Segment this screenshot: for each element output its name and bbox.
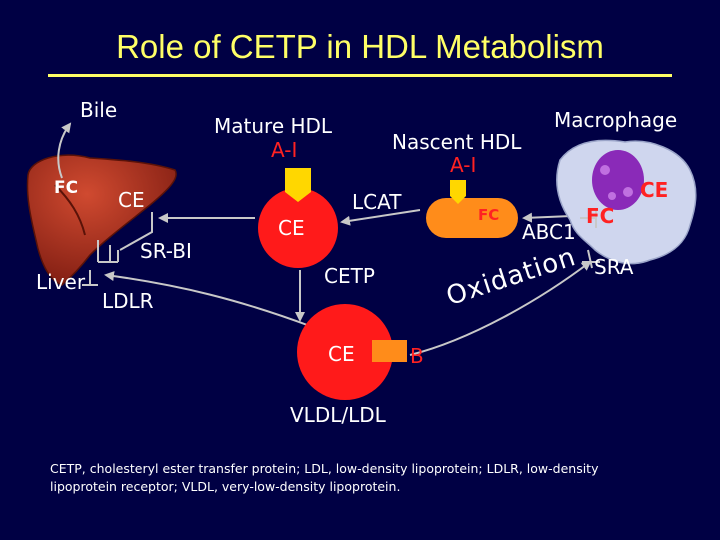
- mature-hdl-particle: [258, 188, 338, 268]
- lcat-arrow: [340, 209, 421, 226]
- nascent-hdl-apo-label: A-I: [450, 153, 477, 177]
- abc1-receptor: [580, 208, 597, 228]
- slide-title: Role of CETP in HDL Metabolism: [116, 28, 604, 65]
- liver-label: Liver: [36, 270, 86, 294]
- mature-hdl-apo-label: A-I: [271, 138, 298, 162]
- apo-b-marker: [372, 340, 407, 362]
- mature-hdl-ce-label: CE: [278, 216, 305, 240]
- sra-label: SRA: [594, 255, 634, 279]
- vldl-ldl-particle: [297, 304, 393, 400]
- mature-hdl-label: Mature HDL: [214, 114, 333, 138]
- bile-arrow: [57, 122, 72, 179]
- macrophage-label: Macrophage: [554, 108, 678, 132]
- macrophage-fc-label: FC: [586, 204, 615, 228]
- apo-b-label: B: [410, 344, 424, 368]
- liver-organ-icon: [26, 154, 177, 286]
- nascent-hdl-disc: [426, 198, 518, 238]
- sr-bi-receptor: [97, 240, 119, 263]
- abc1-label: ABC1: [522, 220, 576, 244]
- footnote: CETP, cholesteryl ester transfer protein…: [50, 461, 599, 494]
- liver-ce-label: CE: [118, 188, 145, 212]
- vldl-to-ldlr-arrow: [104, 271, 311, 327]
- macrophage-cell-icon: [556, 139, 697, 265]
- oxidation-arrow: [409, 260, 592, 356]
- ldlr-receptor: [82, 270, 98, 286]
- ce-to-liver-arrow: [119, 212, 153, 251]
- title-underline: [48, 74, 672, 77]
- vldl-ldl-ce-label: CE: [328, 342, 355, 366]
- ldlr-label: LDLR: [102, 289, 154, 313]
- macrophage-ce-label: CE: [640, 178, 669, 202]
- sra-receptor: [582, 249, 600, 269]
- bile-label: Bile: [80, 98, 118, 122]
- mature-hdl-apo-a1: [285, 168, 311, 202]
- lcat-label: LCAT: [352, 190, 402, 214]
- liver-fc-label: FC: [54, 178, 79, 198]
- nascent-hdl-apo-a1: [450, 180, 466, 204]
- nascent-fc-label: FC: [478, 206, 500, 224]
- cetp-label: CETP: [324, 264, 375, 288]
- vldl-ldl-label: VLDL/LDL: [290, 403, 386, 427]
- sr-bi-label: SR-BI: [140, 239, 192, 263]
- nascent-hdl-label: Nascent HDL: [392, 130, 522, 154]
